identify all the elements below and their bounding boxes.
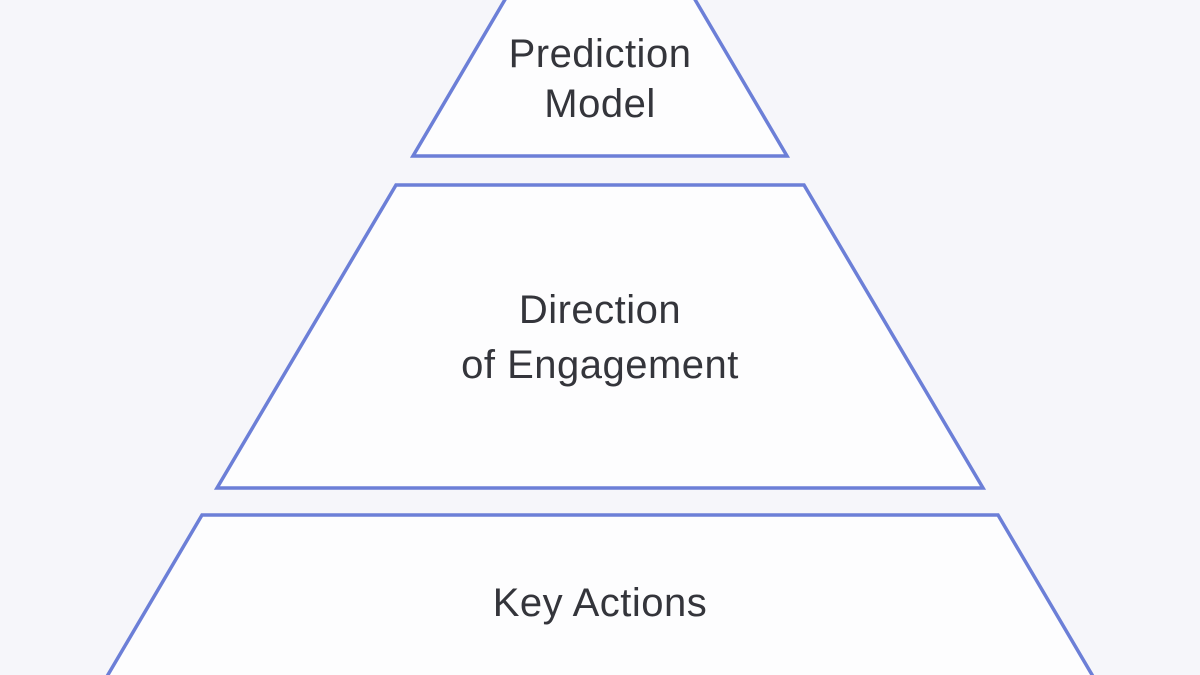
- tier-label-prediction-line1: Prediction: [509, 32, 692, 76]
- tier-shape-key-actions: [105, 513, 1095, 675]
- tier-label-prediction-line2: Model: [544, 82, 655, 126]
- tier-shape-direction-of-engagement: [213, 183, 987, 490]
- tier-shape-prediction-model: [409, 0, 791, 158]
- tier-label-direction-line1: Direction: [519, 288, 681, 332]
- tier-label-key-actions: Key Actions: [493, 581, 708, 625]
- tier-label-direction-line2: of Engagement: [461, 343, 739, 387]
